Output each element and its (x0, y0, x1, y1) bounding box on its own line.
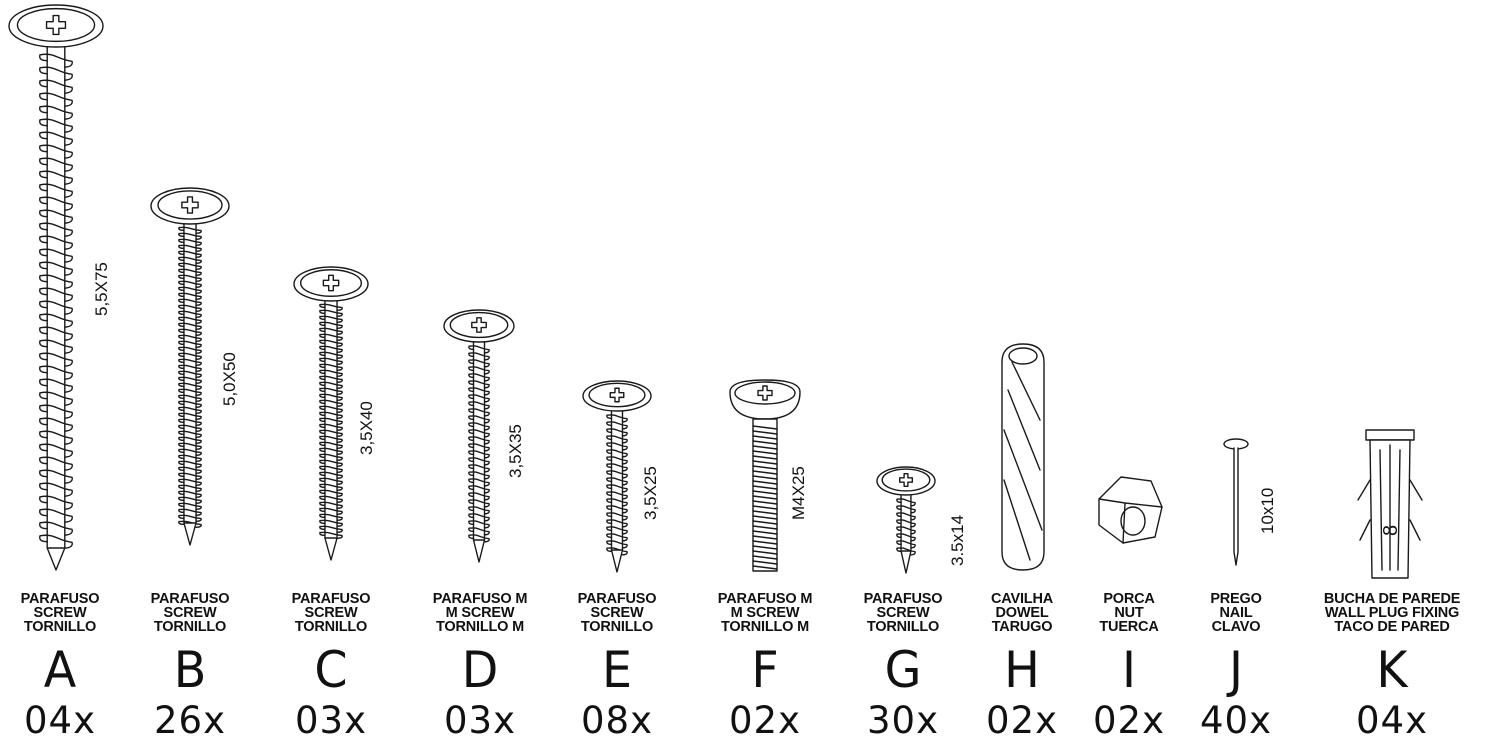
item-j-quantity: 40x (1200, 699, 1272, 742)
item-f-letter: F (751, 641, 779, 699)
item-d-name-pt: PARAFUSO M (432, 591, 528, 607)
item-j-name-es: CLAVO (1211, 619, 1261, 635)
item-k-quantity: 04x (1356, 699, 1428, 742)
item-h-name-es: TARUGO (991, 619, 1053, 635)
item-b-name-es: TORNILLO (153, 619, 227, 635)
item-g-name-pt: PARAFUSO (863, 591, 943, 607)
item-c-size: 3,5X40 (357, 401, 376, 455)
item-h-dowel-icon (1001, 343, 1045, 571)
item-j-description: PREGO NAIL CLAVO (1186, 591, 1286, 635)
item-c-letter: C (314, 641, 348, 699)
item-a-description: PARAFUSO SCREW TORNILLO (0, 591, 120, 635)
item-f-name-pt: PARAFUSO M (717, 591, 813, 607)
item-f-quantity: 02x (729, 699, 801, 742)
item-b-name-en: SCREW (163, 605, 217, 621)
item-j-nail-icon (1223, 438, 1249, 566)
item-b-name-pt: PARAFUSO (150, 591, 230, 607)
item-b-letter: B (173, 641, 207, 699)
item-b-screw-icon (150, 187, 230, 546)
item-h: CAVILHA DOWEL TARUGO H 02x (972, 0, 1072, 745)
item-d-screw-icon (443, 309, 515, 563)
item-f-machine-screw-icon (729, 379, 801, 572)
item-k-name-es: TACO DE PARED (1334, 619, 1450, 635)
item-d-letter: D (461, 641, 499, 699)
item-i-quantity: 02x (1093, 699, 1165, 742)
item-j-size: 10x10 (1258, 487, 1277, 534)
item-c-name-en: SCREW (304, 605, 358, 621)
item-c-description: PARAFUSO SCREW TORNILLO (271, 591, 391, 635)
item-i: PORCA NUT TUERCA I 02x (1079, 0, 1179, 745)
item-k-wall-plug-icon (1357, 429, 1423, 579)
item-g-quantity: 30x (867, 699, 939, 742)
item-c-screw-icon (293, 266, 369, 561)
item-i-name-es: TUERCA (1099, 619, 1159, 635)
item-i-name-en: NUT (1114, 605, 1144, 621)
item-d-quantity: 03x (444, 699, 516, 742)
item-b-size: 5,0X50 (220, 352, 239, 406)
item-j-letter: J (1228, 641, 1244, 699)
item-k-letter: K (1376, 641, 1408, 699)
item-f: PARAFUSO M M SCREW TORNILLO M F 02x (693, 0, 837, 745)
item-h-name-pt: CAVILHA (991, 591, 1053, 607)
item-f-name-en: M SCREW (730, 605, 800, 621)
item-e-screw-icon (582, 380, 652, 573)
item-a-quantity: 04x (24, 699, 96, 742)
item-e-name-en: SCREW (590, 605, 644, 621)
item-h-description: CAVILHA DOWEL TARUGO (972, 591, 1072, 635)
item-a: PARAFUSO SCREW TORNILLO A 04x (0, 0, 120, 745)
item-b-description: PARAFUSO SCREW TORNILLO (130, 591, 250, 635)
item-f-size: M4X25 (789, 466, 808, 520)
item-e-size: 3,5X25 (641, 466, 660, 520)
item-f-description: PARAFUSO M M SCREW TORNILLO M (693, 591, 837, 635)
item-a-letter: A (43, 641, 77, 699)
item-i-description: PORCA NUT TUERCA (1079, 591, 1179, 635)
item-k-description: BUCHA DE PAREDE WALL PLUG FIXING TACO DE… (1296, 591, 1488, 635)
item-d-size: 3,5X35 (506, 424, 525, 478)
item-a-size: 5,5X75 (92, 262, 111, 316)
item-c: PARAFUSO SCREW TORNILLO C 03x (271, 0, 391, 745)
item-d: PARAFUSO M M SCREW TORNILLO M D 03x (408, 0, 552, 745)
item-g-size: 3.5x14 (948, 514, 967, 566)
item-d-name-en: M SCREW (445, 605, 515, 621)
item-e-description: PARAFUSO SCREW TORNILLO (557, 591, 677, 635)
item-c-name-es: TORNILLO (294, 619, 368, 635)
item-a-screw-icon (8, 4, 104, 571)
item-a-name-en: SCREW (33, 605, 87, 621)
item-k: BUCHA DE PAREDE WALL PLUG FIXING TACO DE… (1296, 0, 1488, 745)
item-c-name-pt: PARAFUSO (291, 591, 371, 607)
item-d-description: PARAFUSO M M SCREW TORNILLO M (408, 591, 552, 635)
item-e-name-es: TORNILLO (580, 619, 654, 635)
item-i-letter: I (1121, 641, 1137, 699)
item-j-name-pt: PREGO (1210, 591, 1262, 607)
item-g-description: PARAFUSO SCREW TORNILLO (843, 591, 963, 635)
item-h-quantity: 02x (986, 699, 1058, 742)
item-j: PREGO NAIL CLAVO J 40x (1186, 0, 1286, 745)
item-a-name-es: TORNILLO (23, 619, 97, 635)
item-e: PARAFUSO SCREW TORNILLO E 08x (557, 0, 677, 745)
item-g-name-es: TORNILLO (866, 619, 940, 635)
item-j-name-en: NAIL (1219, 605, 1253, 621)
item-g: PARAFUSO SCREW TORNILLO G 30x (843, 0, 963, 745)
item-i-name-pt: PORCA (1103, 591, 1155, 607)
item-k-size: 8 (1380, 524, 1402, 536)
item-k-name-pt: BUCHA DE PAREDE (1323, 591, 1461, 607)
item-g-screw-icon (876, 466, 936, 574)
item-h-letter: H (1004, 641, 1040, 699)
item-i-hex-nut-icon (1098, 476, 1163, 544)
item-d-name-es: TORNILLO M (436, 619, 524, 635)
item-e-letter: E (601, 641, 633, 699)
item-g-name-en: SCREW (876, 605, 930, 621)
item-b-quantity: 26x (154, 699, 226, 742)
item-a-name-pt: PARAFUSO (20, 591, 100, 607)
item-k-name-en: WALL PLUG FIXING (1324, 605, 1460, 621)
item-e-name-pt: PARAFUSO (577, 591, 657, 607)
item-c-quantity: 03x (295, 699, 367, 742)
item-f-name-es: TORNILLO M (721, 619, 809, 635)
item-b: PARAFUSO SCREW TORNILLO B 26x (130, 0, 250, 745)
item-e-quantity: 08x (581, 699, 653, 742)
item-h-name-en: DOWEL (995, 605, 1049, 621)
item-g-letter: G (884, 641, 922, 699)
